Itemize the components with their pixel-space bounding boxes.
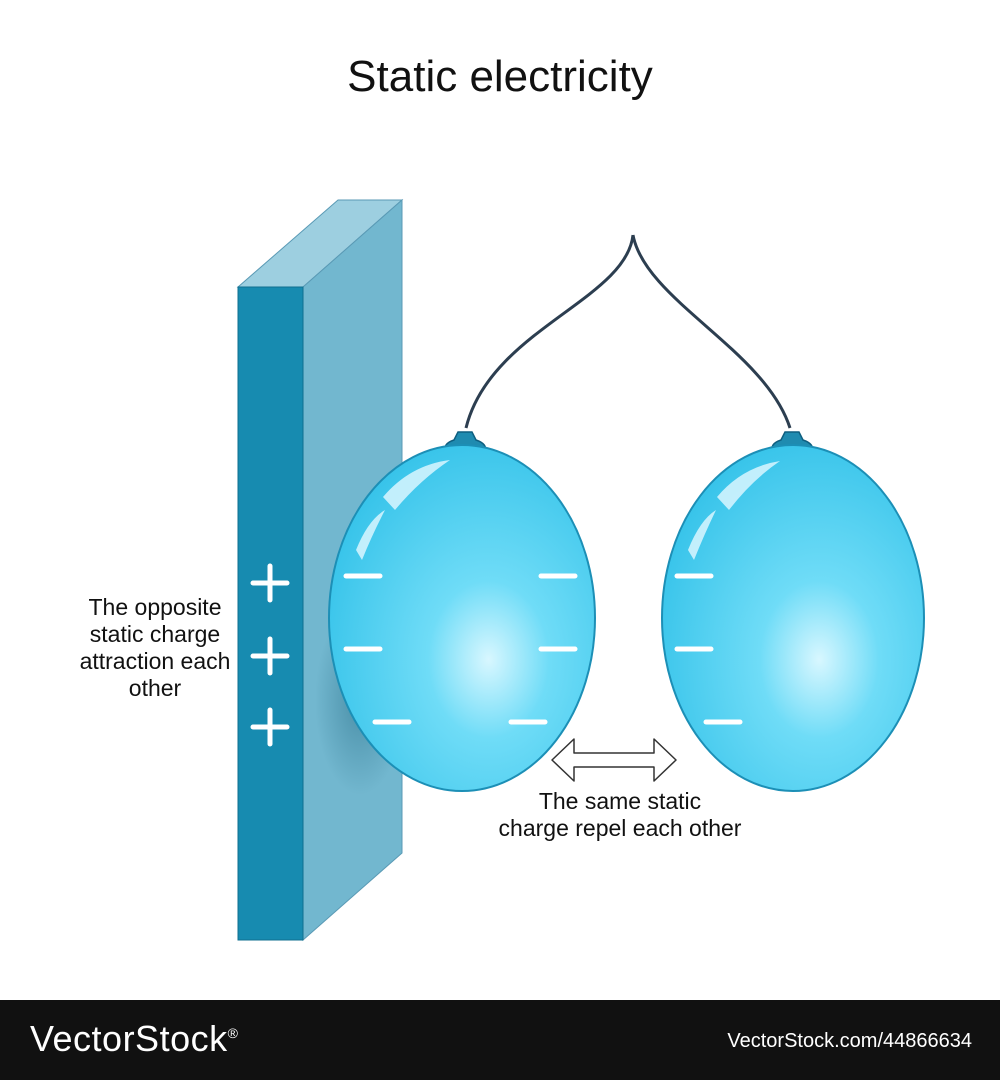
static-electricity-diagram <box>236 198 925 942</box>
balloon-highlight <box>383 460 450 510</box>
opposite-charge-label-line: attraction each <box>79 648 231 674</box>
left-string <box>464 234 635 429</box>
page-title: Static electricity <box>347 52 653 101</box>
plus-charge-icon <box>250 636 290 676</box>
plus-charge-icon <box>250 563 290 603</box>
left-balloon-negative-charges <box>343 573 578 725</box>
balloon-highlight <box>356 510 385 560</box>
opposite-charge-label-line: The opposite <box>88 594 222 620</box>
registered-mark: ® <box>227 1025 239 1041</box>
repel-double-arrow-icon <box>551 738 677 782</box>
same-charge-label-line: charge repel each other <box>498 815 742 841</box>
brand-name: VectorStock <box>30 1018 228 1059</box>
same-charge-label: The same static charge repel each other <box>470 788 770 842</box>
balloon-highlight <box>717 461 780 510</box>
left-balloon <box>328 431 596 792</box>
wall-front-face <box>237 286 304 941</box>
image-url: VectorStock.com/44866634 <box>727 1030 972 1052</box>
balloon-strings <box>464 234 792 429</box>
wall-positive-charges <box>250 563 290 747</box>
vectorstock-logo: VectorStock® <box>30 1018 238 1060</box>
plus-charge-icon <box>250 707 290 747</box>
right-string <box>631 234 792 429</box>
same-charge-label-line: The same static <box>538 788 702 814</box>
watermark-footer: VectorStock® VectorStock.com/44866634 <box>0 1000 1000 1080</box>
right-balloon <box>661 431 925 792</box>
opposite-charge-label-line: static charge <box>89 621 221 647</box>
right-balloon-negative-charges <box>674 573 743 725</box>
opposite-charge-label: The opposite static charge attraction ea… <box>60 594 250 702</box>
balloon-highlight <box>688 510 716 560</box>
left-balloon-body <box>328 444 596 792</box>
right-balloon-body <box>661 444 925 792</box>
opposite-charge-label-line: other <box>128 675 182 701</box>
